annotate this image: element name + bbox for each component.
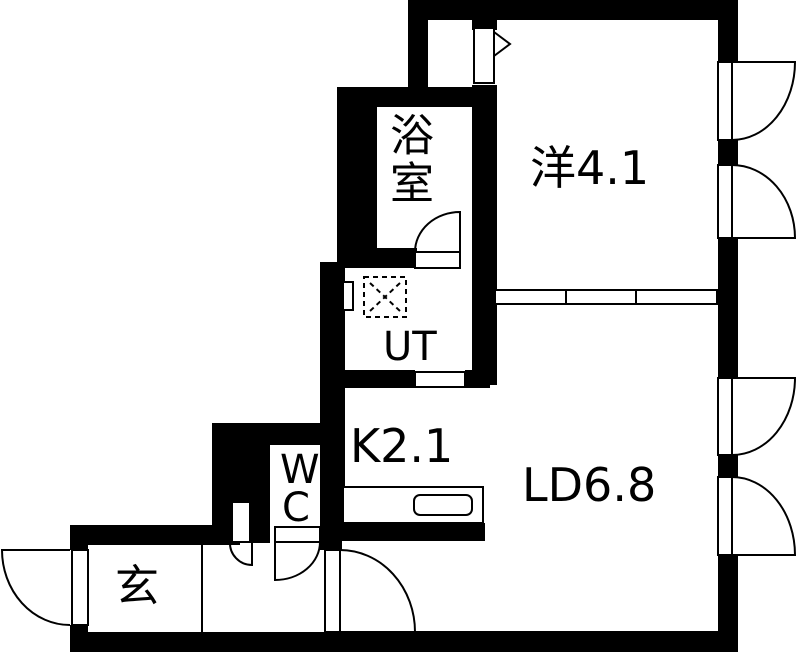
room-label-living-dining: LD6.8 (522, 458, 657, 512)
fixtures (0, 27, 797, 633)
room-label-bathroom: 浴室 (382, 112, 433, 208)
room-label-toilet-c: C (282, 485, 310, 531)
room-label-western: 洋4.1 (530, 141, 650, 195)
room-label-kitchen: K2.1 (350, 419, 454, 473)
walls (70, 0, 738, 652)
room-label-utility: UT (383, 324, 437, 370)
room-label-entrance: 玄 (115, 561, 159, 612)
room-label-toilet-w: W (280, 447, 320, 493)
